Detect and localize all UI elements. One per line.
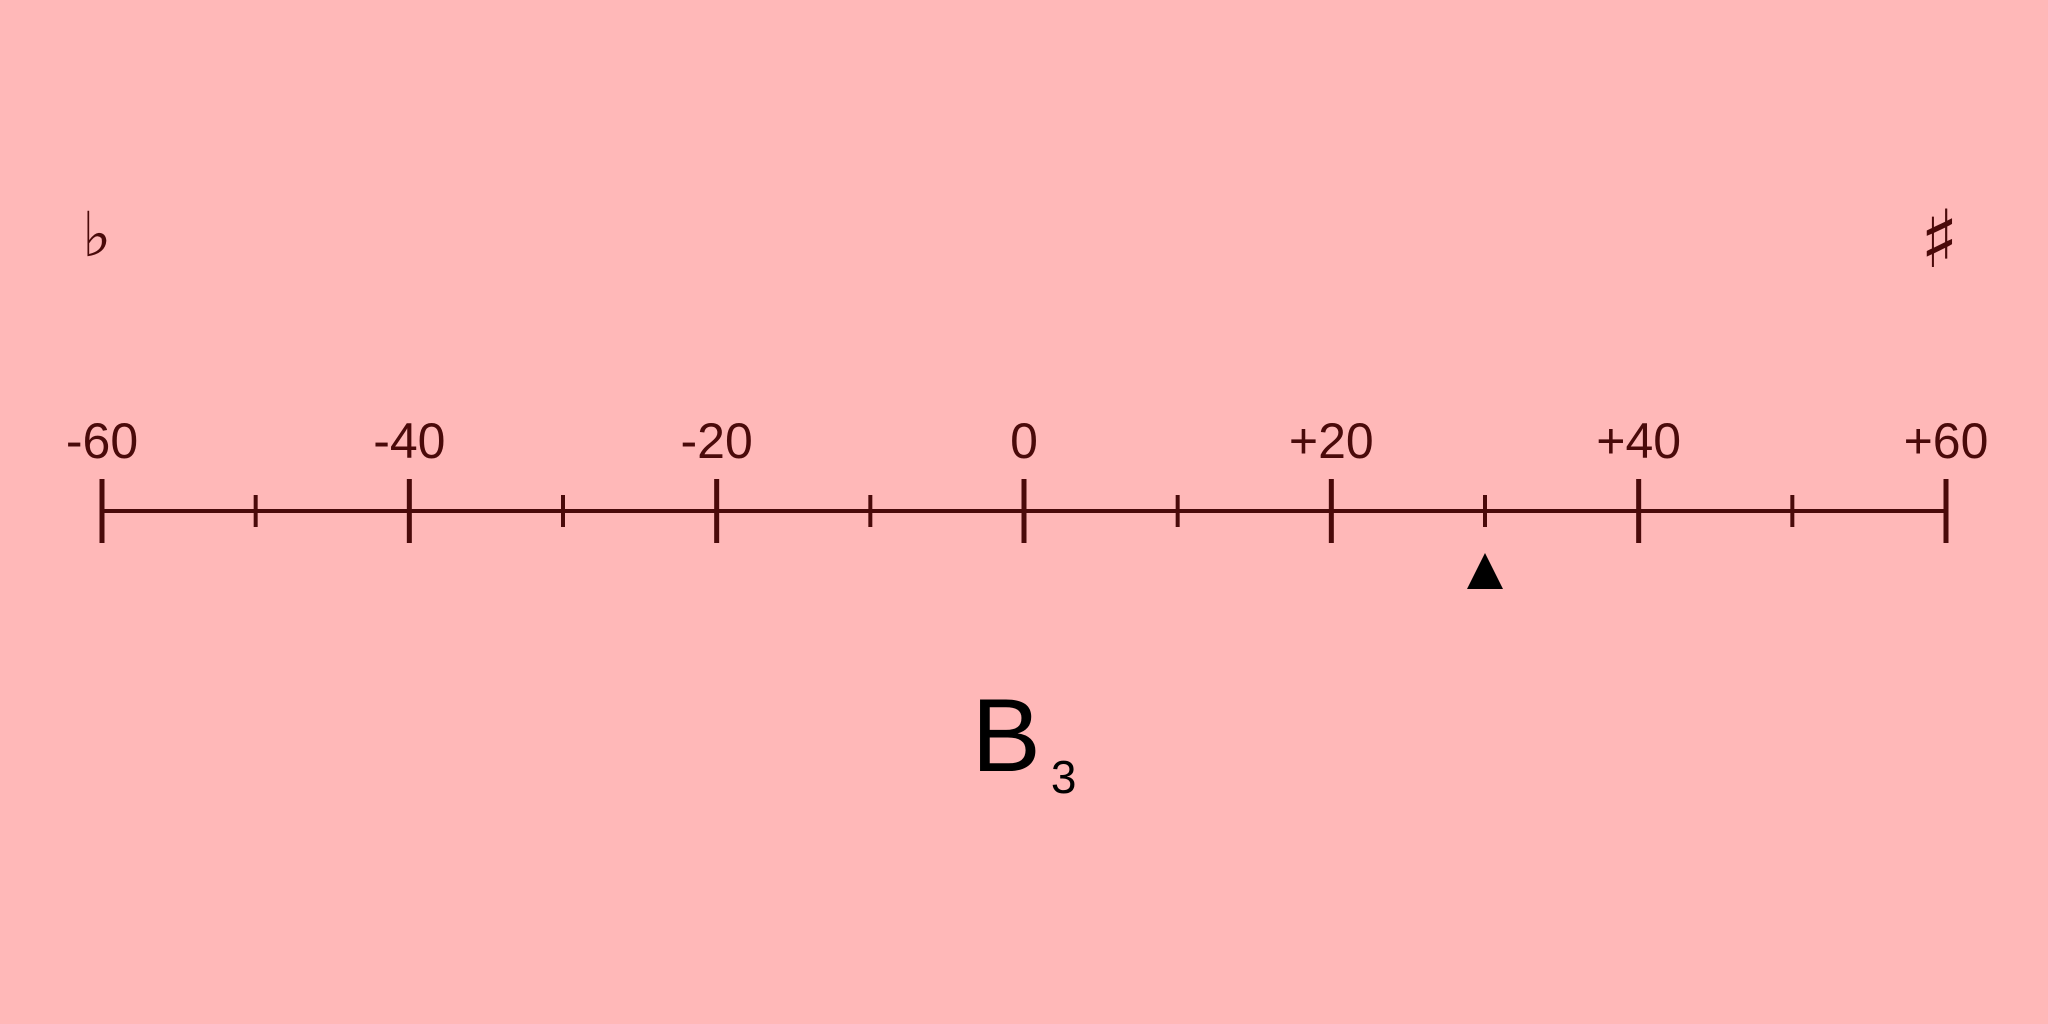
scale-label: +20: [1289, 413, 1374, 469]
scale-label: -40: [373, 413, 445, 469]
sharp-icon: ♯: [1920, 193, 1959, 286]
scale-label: +40: [1596, 413, 1681, 469]
note-name: B: [971, 678, 1041, 794]
note-octave: 3: [1050, 751, 1077, 803]
scale-label: +60: [1904, 413, 1989, 469]
flat-icon: ♭: [82, 198, 112, 271]
scale-label: -60: [66, 413, 138, 469]
scale-label: 0: [1010, 413, 1038, 469]
pitch-indicator-icon: [1467, 553, 1503, 589]
scale-label: -20: [681, 413, 753, 469]
